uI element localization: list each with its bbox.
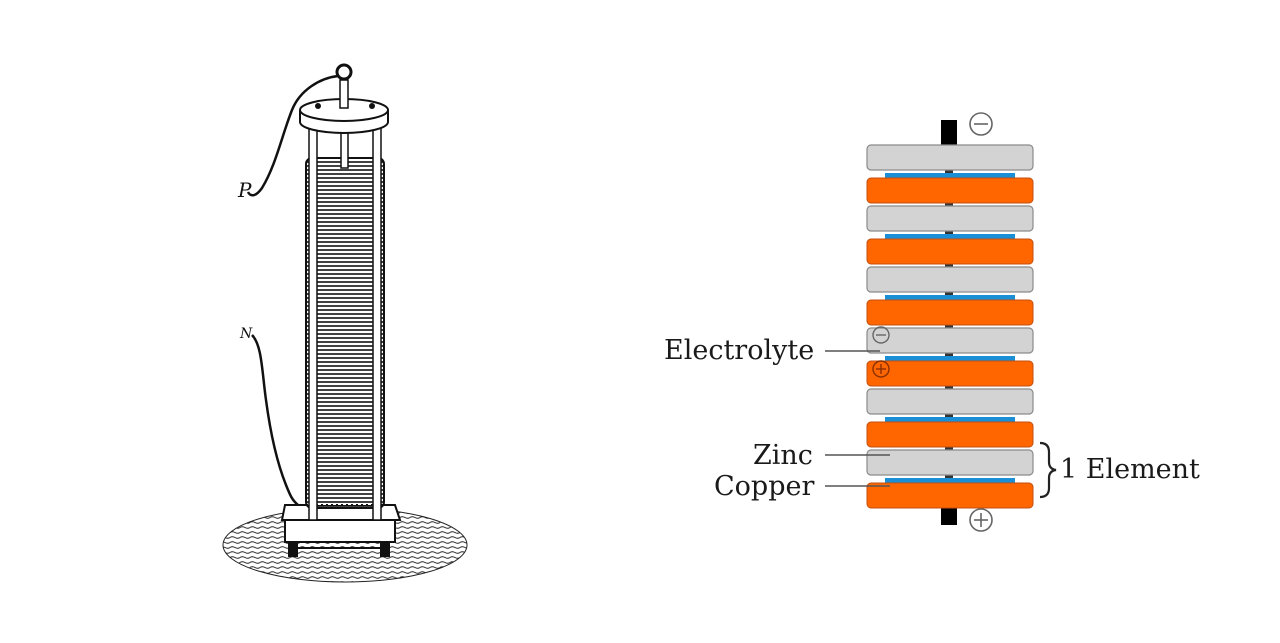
plate-gap bbox=[945, 475, 953, 478]
plate-gap bbox=[945, 447, 953, 450]
plate-gap bbox=[945, 414, 953, 417]
negative-terminal bbox=[941, 120, 957, 146]
plus-symbol-copper bbox=[872, 360, 890, 378]
label-copper: Copper bbox=[714, 471, 814, 502]
voltaic-pile-engraving: P N bbox=[222, 63, 468, 583]
disc-stack bbox=[305, 157, 385, 509]
label-zinc: Zinc bbox=[753, 440, 813, 471]
copper-plate bbox=[866, 421, 1034, 448]
electrolyte-layer bbox=[885, 234, 1015, 239]
plate-gap bbox=[945, 353, 953, 356]
copper-plate bbox=[866, 177, 1034, 204]
zinc-plate bbox=[866, 388, 1034, 415]
copper-plate bbox=[866, 482, 1034, 509]
zinc-plate bbox=[866, 266, 1034, 293]
zinc-plate bbox=[866, 205, 1034, 232]
electrolyte-layer bbox=[885, 173, 1015, 178]
wire-top bbox=[246, 74, 339, 197]
voltaic-pile-diagram: Electrolyte Zinc Copper 1 Element bbox=[664, 112, 1200, 532]
electrolyte-layer bbox=[885, 417, 1015, 422]
element-brace bbox=[1039, 441, 1057, 499]
plate-gap bbox=[945, 170, 953, 173]
label-electrolyte: Electrolyte bbox=[664, 335, 814, 366]
plate-gap bbox=[945, 325, 953, 328]
wire-bottom bbox=[251, 334, 299, 506]
wire-label-bottom: N bbox=[239, 326, 253, 342]
plus-symbol-bottom bbox=[969, 508, 993, 532]
zinc-plate bbox=[866, 144, 1034, 171]
label-element: 1 Element bbox=[1060, 454, 1200, 485]
zinc-plate bbox=[866, 327, 1034, 354]
copper-plate bbox=[866, 299, 1034, 326]
plate-gap bbox=[945, 386, 953, 389]
minus-symbol-zinc bbox=[872, 326, 890, 344]
zinc-plate bbox=[866, 449, 1034, 476]
electrolyte-layer bbox=[885, 478, 1015, 483]
top-plate bbox=[299, 63, 389, 134]
plate-gap bbox=[945, 264, 953, 267]
top-ring bbox=[335, 63, 353, 81]
plate-gap bbox=[945, 231, 953, 234]
copper-plate bbox=[866, 360, 1034, 387]
plate-stack bbox=[866, 144, 1034, 509]
copper-plate bbox=[866, 238, 1034, 265]
plate-gap bbox=[945, 292, 953, 295]
electrolyte-layer bbox=[885, 356, 1015, 361]
wire-label-top: P bbox=[237, 178, 252, 202]
electrolyte-layer bbox=[885, 295, 1015, 300]
plate-gap bbox=[945, 203, 953, 206]
minus-symbol-top bbox=[969, 112, 993, 136]
